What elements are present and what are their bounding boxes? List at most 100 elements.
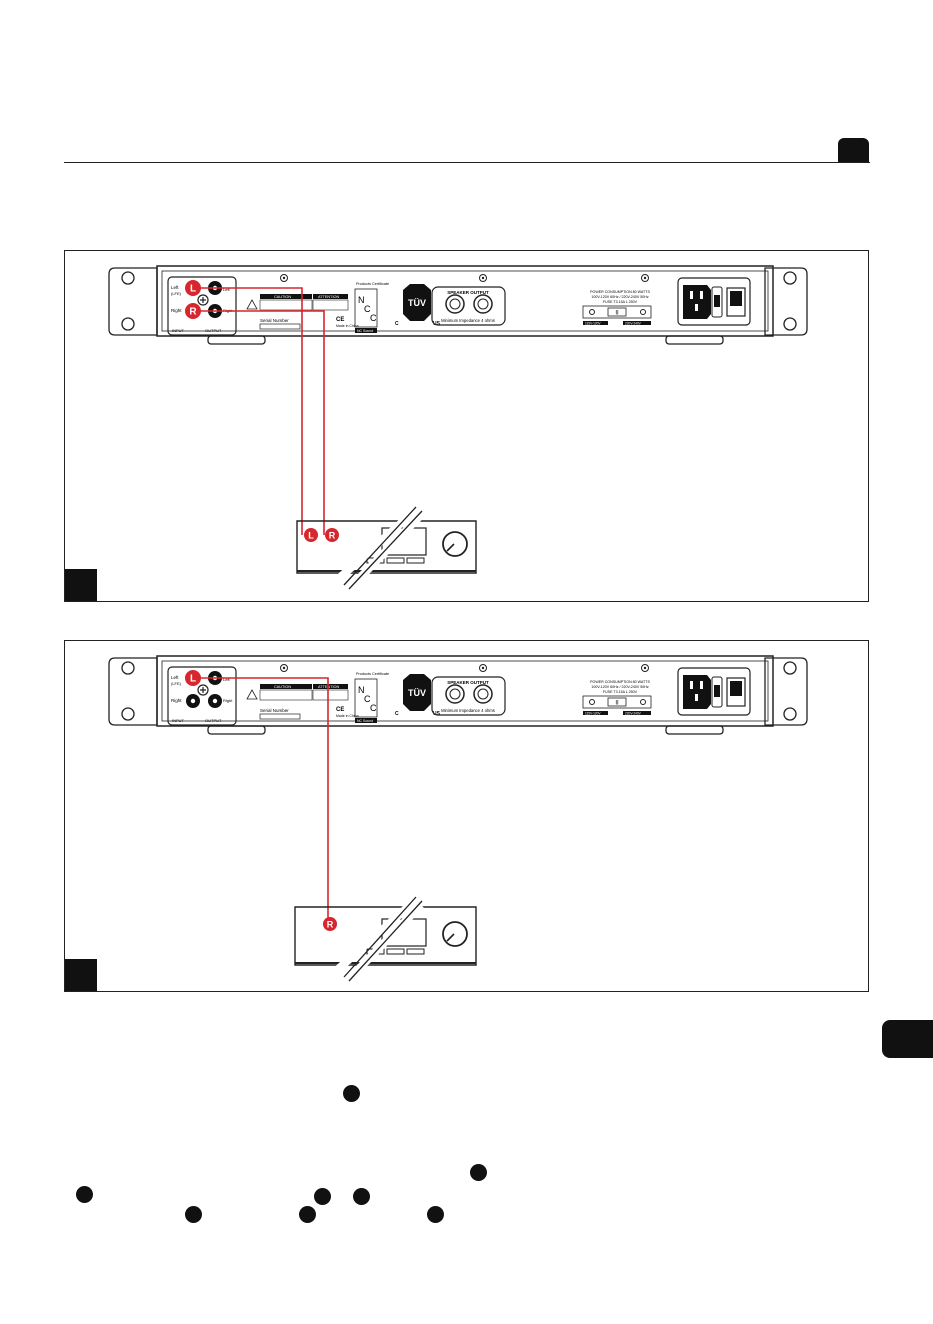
volume-knob [442, 531, 468, 557]
power-label: POWER CONSUMPTION 80 WATTS [590, 290, 650, 294]
tuv-mark [403, 284, 431, 321]
svg-text:100V-120V 60Hz / 220V-240V 50H: 100V-120V 60Hz / 220V-240V 50Hz [591, 685, 649, 689]
svg-text:US: US [433, 711, 441, 717]
foot-left [207, 335, 266, 345]
input-jack-left [185, 670, 201, 686]
svg-text:CE: CE [336, 317, 344, 323]
foot-right [665, 335, 724, 345]
svg-text:NC Sound: NC Sound [357, 719, 373, 723]
svg-text:POWER CONSUMPTION 80 WATTS: POWER CONSUMPTION 80 WATTS [590, 680, 650, 684]
out-left-label: Left [223, 287, 231, 292]
svg-text:(LFE): (LFE) [171, 681, 182, 686]
io-panel [167, 276, 237, 336]
reference-bullet [353, 1188, 370, 1205]
input-label: INPUT [172, 328, 185, 333]
lfe-label: (LFE) [171, 291, 182, 296]
svg-text:Left: Left [171, 675, 179, 680]
figure-1-illustration: Left (LFE) Right INPUT OUTPUT Left Right… [108, 265, 808, 594]
svg-text:Serial Number: Serial Number [260, 708, 289, 713]
left-label: Left [171, 285, 179, 290]
attention-label: ATTENTION [318, 295, 339, 299]
svg-text:N: N [358, 295, 365, 305]
input-jack-left [185, 280, 201, 296]
figure-2: Left (LFE) Right INPUT OUTPUT Left Right… [64, 640, 869, 992]
chassis [156, 655, 774, 727]
reference-bullet [427, 1206, 444, 1223]
svg-text:Minimum Impedance 4 ohms: Minimum Impedance 4 ohms [441, 708, 495, 713]
svg-text:Left: Left [223, 677, 231, 682]
reference-bullet [314, 1188, 331, 1205]
svg-text:C: C [395, 321, 399, 327]
reference-bullet [343, 1085, 360, 1102]
reference-bullet [185, 1206, 202, 1223]
power-switch [726, 287, 746, 317]
svg-text:R: R [329, 531, 336, 541]
warning-icon [246, 299, 258, 310]
svg-text:115V-120V: 115V-120V [585, 322, 601, 326]
figure-number-badge [65, 569, 97, 601]
made-in-label: Made in China [336, 324, 359, 328]
svg-text:SPEAKER OUTPUT: SPEAKER OUTPUT [447, 680, 489, 685]
speaker-output-label: SPEAKER OUTPUT [447, 290, 489, 295]
rack-ear-right [764, 267, 808, 336]
input-jack-right [185, 303, 201, 319]
cable-mono [201, 677, 329, 919]
fuse-holder [714, 295, 720, 307]
svg-text:INPUT: INPUT [172, 718, 185, 723]
receiver-input-left [304, 528, 318, 542]
svg-text:C: C [395, 711, 399, 717]
ground-post [197, 294, 209, 306]
receiver-input-sub [323, 917, 337, 931]
receiver-input-right [325, 528, 339, 542]
svg-text:100V-120V 60Hz / 220V-240V 50H: 100V-120V 60Hz / 220V-240V 50Hz [591, 295, 649, 299]
svg-text:II: II [615, 701, 619, 707]
figure-number-badge [65, 959, 97, 991]
caution-label: CAUTION [274, 295, 291, 299]
svg-text:220V-240V: 220V-240V [625, 712, 642, 716]
svg-text:CE: CE [336, 707, 344, 713]
reference-bullet [299, 1206, 316, 1223]
voltage-selector [582, 305, 652, 319]
chassis [156, 265, 774, 337]
impedance-label: Minimum Impedance 4 ohms [441, 318, 495, 323]
reference-bullet [470, 1164, 487, 1181]
cable-right [201, 310, 325, 535]
figure-2-illustration: Left (LFE) Right INPUT OUTPUT Left Right… [108, 655, 808, 984]
speakon-jack-1 [445, 294, 465, 314]
svg-text:C: C [364, 694, 371, 704]
svg-text:FUSE T3.15A L 250V: FUSE T3.15A L 250V [603, 300, 638, 304]
header-rule [64, 162, 870, 163]
svg-text:Right: Right [223, 698, 233, 703]
svg-text:CAUTION: CAUTION [274, 685, 291, 689]
output-label: OUTPUT [205, 328, 222, 333]
svg-text:Made in China: Made in China [336, 714, 359, 718]
ncc-mark [354, 288, 378, 328]
power-inlet-panel [677, 277, 751, 326]
serial-label: Serial Number [260, 318, 289, 323]
svg-text:C: C [364, 304, 371, 314]
svg-text:Right: Right [171, 698, 182, 703]
svg-text:US: US [433, 321, 441, 327]
svg-text:FUSE T3.15A L 250V: FUSE T3.15A L 250V [603, 690, 638, 694]
iec-inlet [683, 285, 711, 319]
svg-text:R: R [327, 920, 334, 930]
figure-1: Left (LFE) Right INPUT OUTPUT Left Right… [64, 250, 869, 602]
svg-text:N: N [358, 685, 365, 695]
right-label: Right [171, 308, 182, 313]
svg-text:L: L [190, 674, 196, 685]
svg-text:L: L [190, 284, 196, 295]
svg-text:TÜV: TÜV [408, 688, 426, 698]
section-tab-top [838, 138, 869, 162]
svg-text:II: II [615, 311, 619, 317]
speaker-output-panel [431, 286, 506, 326]
svg-text:C: C [370, 313, 377, 323]
svg-text:TÜV: TÜV [408, 298, 426, 308]
rack-ear-left [108, 267, 158, 336]
svg-text:115V-120V: 115V-120V [585, 712, 601, 716]
svg-text:OUTPUT: OUTPUT [205, 718, 222, 723]
io-panel [167, 666, 237, 726]
brand-label: NC Sound [357, 329, 373, 333]
svg-text:R: R [189, 307, 197, 318]
speakon-jack-2 [473, 294, 493, 314]
certificate-label: Products Certificate [356, 282, 389, 286]
